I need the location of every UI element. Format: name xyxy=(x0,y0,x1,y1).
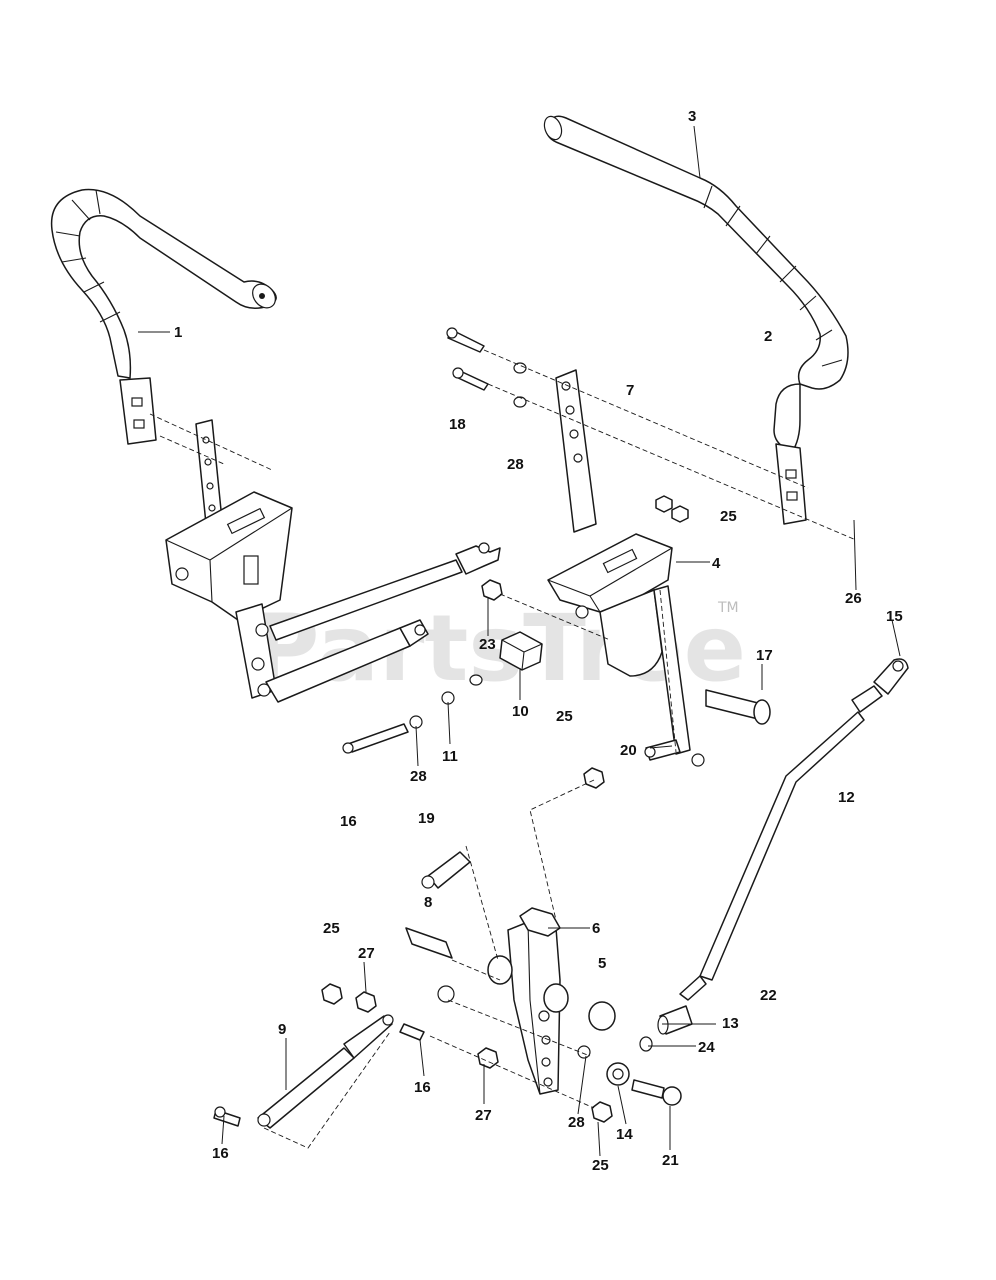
nuts-part27[interactable] xyxy=(321,983,499,1069)
callout-11[interactable]: 11 xyxy=(442,748,458,765)
nut-part23[interactable] xyxy=(481,579,503,601)
nut-part19-top[interactable] xyxy=(583,767,605,789)
bolts-part16-lower[interactable] xyxy=(213,1023,425,1127)
bolt-part21[interactable] xyxy=(631,1079,682,1106)
link-rod-part12[interactable] xyxy=(679,711,865,1001)
callout-12[interactable]: 12 xyxy=(838,789,855,806)
callout-labels: 3 1 2 7 18 28 25 4 26 15 23 17 10 25 20 … xyxy=(174,108,903,1174)
right-handle-bar-part3[interactable] xyxy=(541,114,849,390)
left-control-bracket[interactable] xyxy=(165,419,293,621)
callout-18[interactable]: 18 xyxy=(449,416,466,433)
callout-17[interactable]: 17 xyxy=(756,647,773,664)
pivot-bushings[interactable] xyxy=(405,927,616,1059)
left-handle-mount-plate[interactable] xyxy=(119,377,157,445)
bushing-part14[interactable] xyxy=(606,1062,630,1086)
callout-14[interactable]: 14 xyxy=(616,1126,633,1143)
callout-6[interactable]: 6 xyxy=(592,920,600,937)
callout-25-d[interactable]: 25 xyxy=(592,1157,609,1174)
callout-24[interactable]: 24 xyxy=(698,1039,715,1056)
nut-part25-lower[interactable] xyxy=(591,1101,613,1123)
block-part10[interactable] xyxy=(499,631,543,671)
bolt-part17[interactable] xyxy=(705,689,771,725)
callout-16-c[interactable]: 16 xyxy=(212,1145,229,1162)
washers-near-bolts[interactable] xyxy=(513,362,527,408)
washer-part24[interactable] xyxy=(639,1036,653,1052)
control-bracket-part4[interactable] xyxy=(547,533,691,755)
callout-9[interactable]: 9 xyxy=(278,1021,286,1038)
nuts-top-part25[interactable] xyxy=(655,495,689,523)
right-handle-mount-part2[interactable] xyxy=(773,383,807,525)
callout-15[interactable]: 15 xyxy=(886,608,903,625)
callout-27-b[interactable]: 27 xyxy=(475,1107,492,1124)
alignment-lines xyxy=(149,349,857,1149)
adjustment-plate[interactable] xyxy=(555,369,597,533)
bolt-part16-upper[interactable] xyxy=(342,723,409,754)
gas-spring-left[interactable] xyxy=(265,619,429,703)
washers-part11-part28[interactable] xyxy=(409,674,483,729)
callout-4[interactable]: 4 xyxy=(712,555,721,572)
callout-28-b[interactable]: 28 xyxy=(410,768,427,785)
callout-3[interactable]: 3 xyxy=(688,108,696,125)
callout-16-a[interactable]: 16 xyxy=(340,813,357,830)
bolt-part8[interactable] xyxy=(421,851,471,889)
bolts-part20[interactable] xyxy=(644,739,705,767)
callout-10[interactable]: 10 xyxy=(512,703,529,720)
callout-25-b[interactable]: 25 xyxy=(556,708,573,725)
callout-27-a[interactable]: 27 xyxy=(358,945,375,962)
watermark-trademark: TM xyxy=(717,600,739,616)
callout-22[interactable]: 22 xyxy=(760,987,777,1004)
pivot-bracket-part5[interactable] xyxy=(507,921,561,1095)
callout-26[interactable]: 26 xyxy=(845,590,862,607)
spacer-part13[interactable] xyxy=(657,1005,693,1035)
ball-joint-rod-upper[interactable] xyxy=(269,542,501,641)
callout-28-a[interactable]: 28 xyxy=(507,456,524,473)
callout-25-c[interactable]: 25 xyxy=(323,920,340,937)
callout-7[interactable]: 7 xyxy=(626,382,634,399)
callout-16-b[interactable]: 16 xyxy=(414,1079,431,1096)
bolts-part18[interactable] xyxy=(446,327,489,391)
callout-23[interactable]: 23 xyxy=(479,636,496,653)
callout-8[interactable]: 8 xyxy=(424,894,432,911)
callout-28-c[interactable]: 28 xyxy=(568,1114,585,1131)
callout-20[interactable]: 20 xyxy=(620,742,637,759)
gas-spring-part9[interactable] xyxy=(257,1014,394,1129)
callout-21[interactable]: 21 xyxy=(662,1152,679,1169)
callout-13[interactable]: 13 xyxy=(722,1015,739,1032)
callout-19[interactable]: 19 xyxy=(418,810,435,827)
callout-25-a[interactable]: 25 xyxy=(720,508,737,525)
callout-5[interactable]: 5 xyxy=(598,955,606,972)
leader-lines xyxy=(138,125,901,1157)
rod-end-part15[interactable] xyxy=(851,658,909,713)
left-handle-bar-part1[interactable] xyxy=(50,188,280,379)
callout-2[interactable]: 2 xyxy=(764,328,772,345)
callout-1[interactable]: 1 xyxy=(174,324,182,341)
